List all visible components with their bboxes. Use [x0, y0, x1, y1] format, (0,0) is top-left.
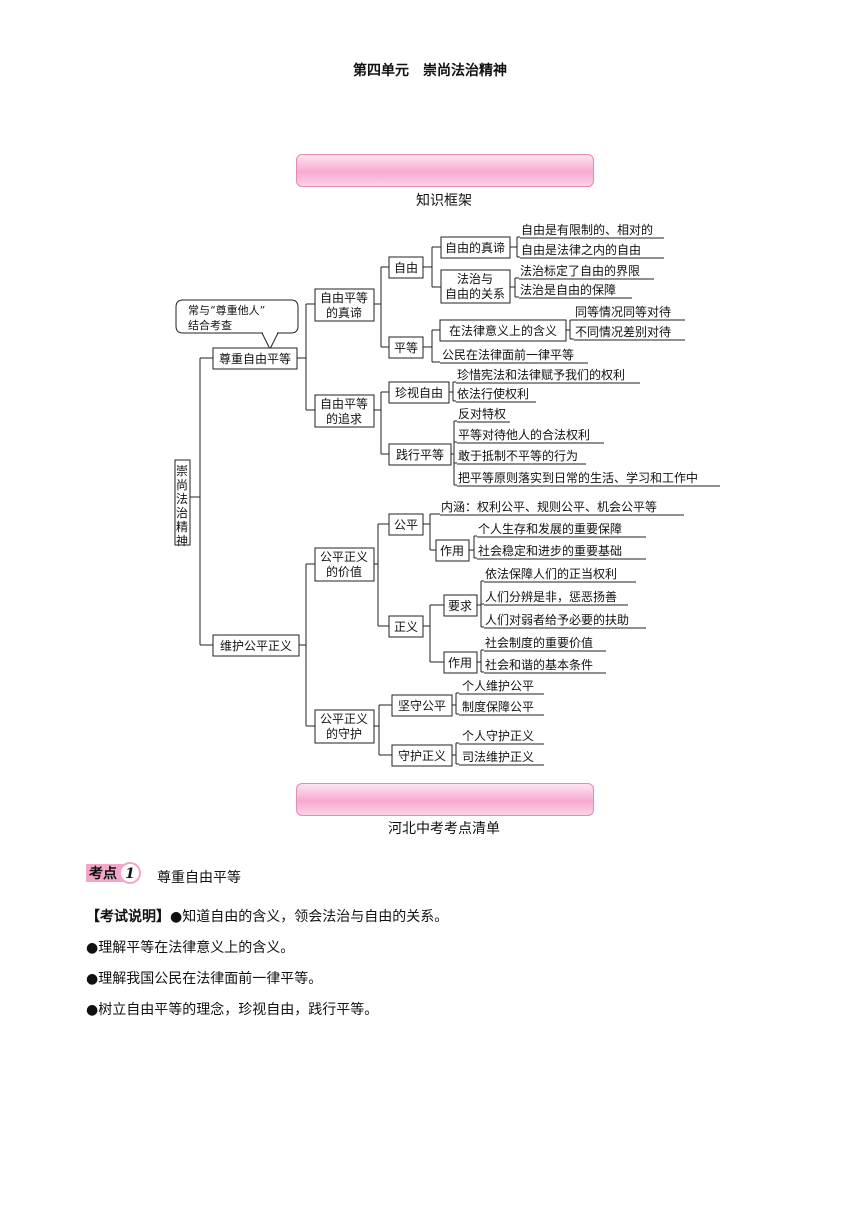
box-ziyou — [388, 256, 424, 279]
leaf-zy-yq-1: 依法保障人们的正当权利 — [485, 566, 617, 581]
leaf-zy-yq-3: 人们对弱者给予必要的扶助 — [485, 612, 629, 627]
knowledge-mindmap: 崇尚法治精神 常与“尊重他人” 结合考查 尊重自由平等 维护公平正义 自由平等 … — [174, 222, 720, 767]
jz-line-2: 的价值 — [326, 564, 362, 579]
leaf-jx-2: 平等对待他人的合法权利 — [458, 427, 590, 442]
label-shzy: 守护正义 — [398, 749, 446, 763]
exam-description-line-1: 【考试说明】●知道自由的含义，领会法治与自由的关系。 — [86, 906, 448, 926]
leaf-fz-2: 法治是自由的保障 — [520, 282, 616, 297]
leaf-jx-3: 敢于抵制不平等的行为 — [458, 448, 578, 463]
label-pingdeng: 平等 — [394, 341, 418, 355]
kaodian-title: 尊重自由平等 — [157, 870, 241, 886]
mindmap-root-char: 法 — [176, 492, 188, 506]
zq-line-2: 的追求 — [326, 411, 362, 426]
mindmap-root: 崇尚法治精神 — [176, 464, 188, 548]
box-sh — [314, 709, 375, 744]
label-pd-hy: 在法律意义上的含义 — [449, 323, 557, 338]
box-gongping — [388, 513, 424, 536]
mindmap-root-char: 治 — [176, 506, 188, 520]
kaodian-badge-label: 考点 — [89, 865, 117, 882]
mindmap-connectors — [190, 236, 574, 765]
leaf-shzy-2: 司法维护正义 — [462, 750, 534, 764]
box-pd-hy — [439, 319, 567, 342]
leaf-zy-yq-2: 人们分辨是非，惩恶扬善 — [485, 589, 617, 604]
label-gp-zy: 作用 — [440, 544, 464, 558]
box-zhengyi — [388, 615, 424, 638]
label-zhengyi: 正义 — [394, 620, 418, 634]
box-zq — [314, 394, 375, 428]
exam-item-2: ●理解平等在法律意义上的含义。 — [86, 940, 295, 956]
branch-label-b2: 维护公平正义 — [220, 639, 292, 653]
leaf-zszy-2: 依法行使权利 — [457, 386, 529, 401]
box-zszy — [388, 381, 450, 404]
leaf-jx-1: 反对特权 — [458, 406, 506, 421]
jz-line-1: 公平正义 — [320, 550, 368, 564]
sh-line-1: 公平正义 — [320, 712, 368, 726]
box-jsgp — [391, 694, 453, 717]
callout-bubble — [175, 299, 299, 334]
exam-item-3: ●理解我国公民在法律面前一律平等。 — [86, 971, 323, 987]
section-banner-checklist — [296, 783, 594, 816]
page-title: 第四单元 崇尚法治精神 — [353, 63, 507, 79]
branch-box-b1 — [212, 347, 298, 370]
fz-line-2: 自由的关系 — [445, 286, 505, 301]
kaodian-badge: 考点 1 — [86, 862, 141, 884]
mindmap-root-char: 神 — [176, 534, 188, 548]
exam-item-1: ●知道自由的含义，领会法治与自由的关系。 — [170, 909, 449, 925]
label-ziyou: 自由 — [394, 261, 418, 275]
box-jxpd — [388, 443, 452, 466]
leaf-fz-1: 法治标定了自由的界限 — [520, 263, 640, 278]
box-zy-yq — [443, 594, 478, 617]
exam-item-4: ●树立自由平等的理念，珍视自由，践行平等。 — [86, 1002, 379, 1018]
leaf-zszy-1: 珍惜宪法和法律赋予我们的权利 — [457, 367, 625, 382]
section-title-checklist: 河北中考考点清单 — [388, 821, 500, 837]
mindmap-root-char: 精 — [176, 520, 188, 534]
section-title-framework: 知识框架 — [416, 193, 472, 209]
label-zy-zy: 作用 — [448, 656, 472, 670]
box-shzy — [391, 744, 453, 767]
label-jsgp: 坚守公平 — [398, 699, 446, 713]
section-banner-framework — [296, 154, 594, 187]
box-zz — [314, 288, 375, 322]
leaf-pd-hy-1: 同等情况同等对待 — [575, 305, 671, 319]
box-gp-zy — [435, 539, 470, 562]
leaf-zy-zd-2: 自由是法律之内的自由 — [521, 242, 641, 257]
zz-line-1: 自由平等 — [320, 291, 368, 305]
leaf-jsgp-1: 个人维护公平 — [462, 679, 534, 693]
branch-box-b2 — [212, 634, 300, 657]
fz-line-1: 法治与 — [457, 272, 493, 286]
label-jxpd: 践行平等 — [396, 448, 444, 462]
leaf-shzy-1: 个人守护正义 — [462, 729, 534, 743]
box-zy-zd — [440, 236, 511, 259]
leaf-underlines — [440, 237, 720, 766]
exam-label: 【考试说明】 — [86, 909, 170, 925]
callout-line-2: 结合考查 — [188, 318, 232, 332]
leaf-zy-zy-2: 社会和谐的基本条件 — [485, 657, 593, 672]
label-zszy: 珍视自由 — [395, 385, 443, 400]
zz-line-2: 的真谛 — [326, 305, 362, 320]
kaodian-badge-number: 1 — [125, 866, 135, 882]
label-gongping: 公平 — [394, 518, 418, 532]
leaf-zy-zy-1: 社会制度的重要价值 — [485, 635, 593, 650]
label-zy-yq: 要求 — [448, 599, 472, 613]
branch-label-b1: 尊重自由平等 — [219, 351, 291, 366]
sh-line-2: 的守护 — [326, 726, 362, 741]
leaf-gp-zy-1: 个人生存和发展的重要保障 — [478, 521, 622, 536]
box-pingdeng — [388, 336, 424, 359]
label-zy-zd: 自由的真谛 — [445, 240, 505, 255]
leaf-pd-hy-2: 不同情况差别对待 — [575, 325, 671, 339]
mindmap-root-char: 崇 — [176, 464, 188, 478]
mindmap-root-char: 尚 — [176, 478, 188, 492]
leaf-zy-zd-1: 自由是有限制的、相对的 — [521, 222, 653, 237]
leaf-pd-gm: 公民在法律面前一律平等 — [442, 347, 574, 362]
box-jz — [314, 547, 375, 582]
leaf-gp-nh: 内涵：权利公平、规则公平、机会公平等 — [441, 499, 657, 514]
box-zy-zy — [443, 651, 478, 674]
leaf-jx-4: 把平等原则落实到日常的生活、学习和工作中 — [458, 470, 698, 485]
callout-line-1: 常与“尊重他人” — [188, 303, 265, 317]
box-fz-gx — [440, 269, 511, 304]
leaf-jsgp-2: 制度保障公平 — [462, 699, 534, 714]
leaf-gp-zy-2: 社会稳定和进步的重要基础 — [478, 543, 622, 558]
zq-line-1: 自由平等 — [320, 397, 368, 411]
mindmap-root-box — [174, 459, 191, 546]
